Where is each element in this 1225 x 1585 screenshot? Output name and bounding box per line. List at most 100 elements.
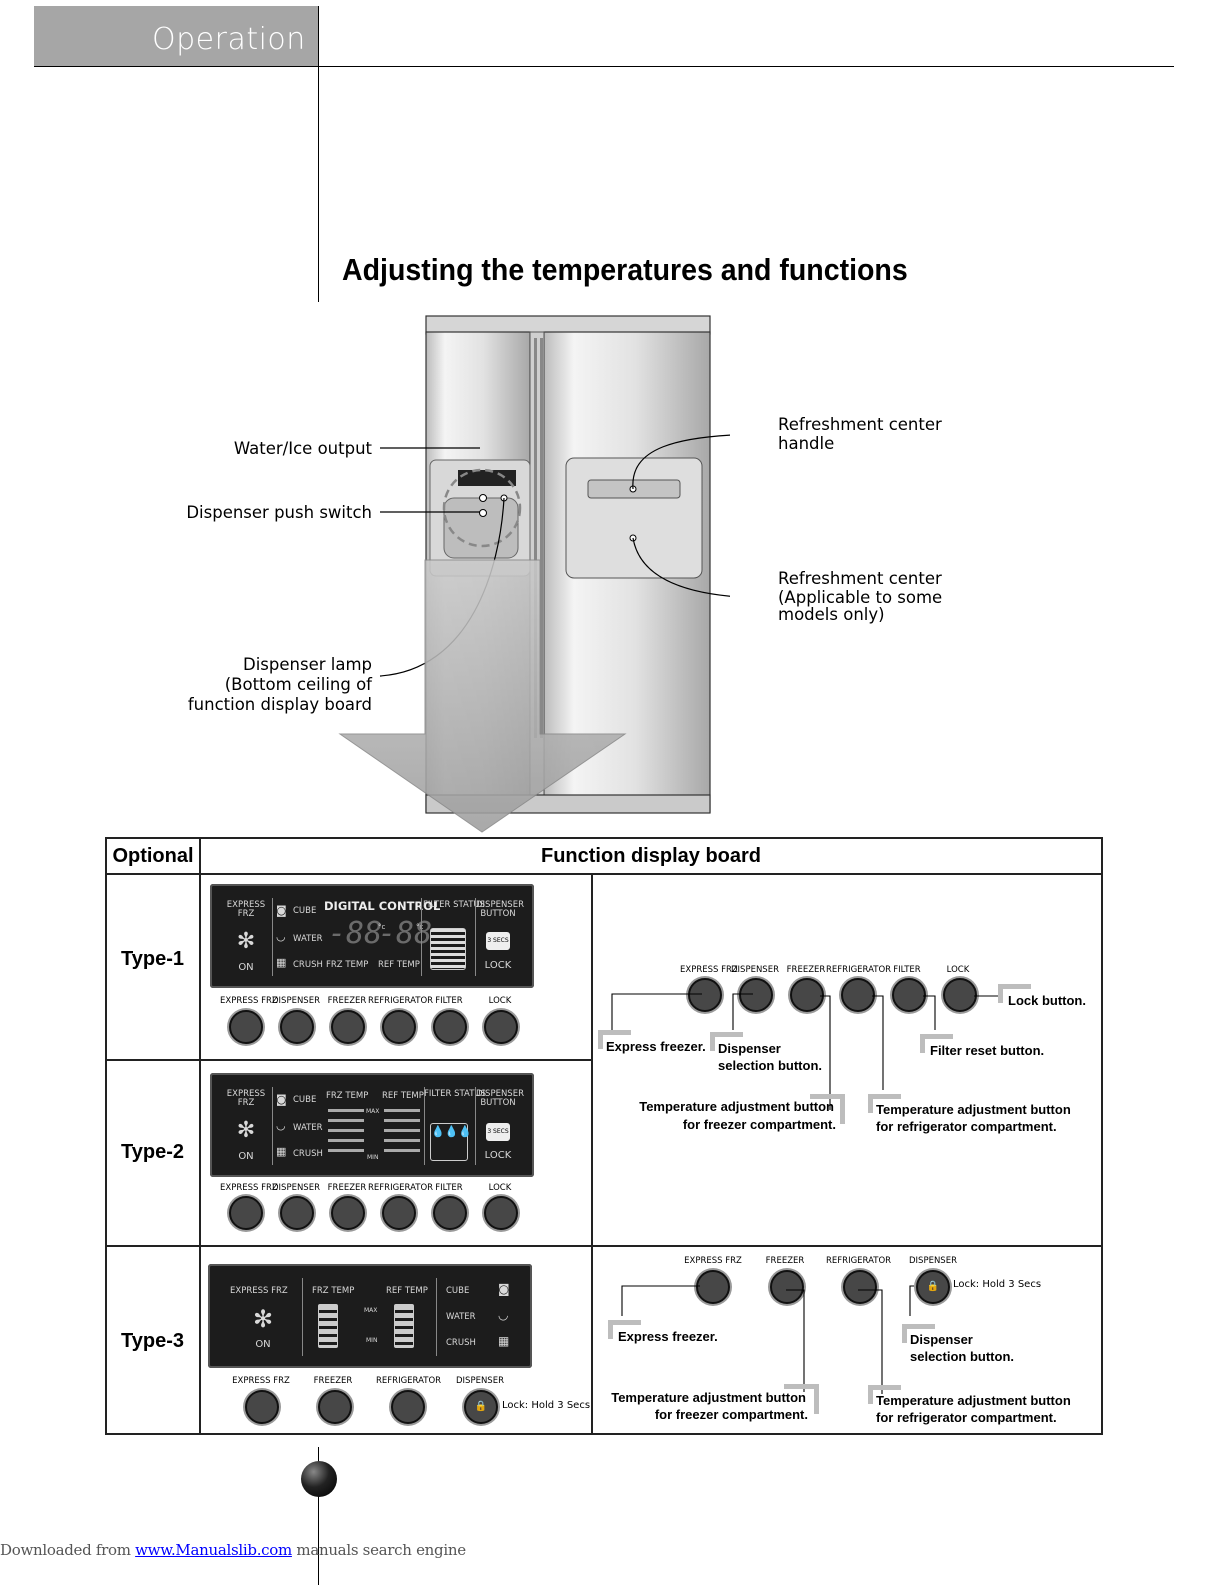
header-rule (34, 66, 1174, 67)
t2-dispenser-button[interactable] (280, 1196, 314, 1230)
a12-express-frz-label: EXPRESS FRZ (680, 965, 738, 975)
bracket (868, 1094, 901, 1113)
t1-dispenser-button[interactable] (280, 1010, 314, 1044)
t1-lock-button[interactable] (484, 1010, 518, 1044)
a12-freezer-button[interactable] (790, 978, 824, 1012)
t2-filter-button[interactable] (433, 1196, 467, 1230)
t2-freezer-label: FREEZER (327, 1183, 367, 1193)
label-refreshment-center-2: (Applicable to some (778, 588, 943, 607)
t2-dispenser-label: DISPENSER (476, 1089, 524, 1099)
a12-lock-button[interactable] (943, 978, 977, 1012)
divider (436, 1278, 437, 1356)
a12-express-frz-button[interactable] (688, 978, 722, 1012)
bracket (868, 1385, 901, 1404)
type1-cell: Type-1 (105, 873, 201, 1061)
a3-express-frz-label: EXPRESS FRZ (684, 1256, 742, 1266)
t1-on-label: ON (238, 962, 254, 973)
a12-ref-text-2: for refrigerator compartment. (876, 1119, 1057, 1134)
t2-lock-label: LOCK (484, 1150, 512, 1161)
t1-lock-label: LOCK (484, 960, 512, 971)
t1-filter-button[interactable] (433, 1010, 467, 1044)
a3-refrigerator-button[interactable] (843, 1270, 877, 1304)
water-icon: ◡ (498, 1308, 509, 1322)
fan-icon: ✻ (236, 1118, 256, 1143)
t2-express-frz-button[interactable] (229, 1196, 263, 1230)
a3-refrigerator-label: REFRIGERATOR (826, 1256, 892, 1266)
t3-refrigerator-button[interactable] (391, 1390, 425, 1424)
a12-filter-button[interactable] (892, 978, 926, 1012)
a12-dispenser-button[interactable] (739, 978, 773, 1012)
t1-ref-temp-label: REF TEMP (378, 960, 420, 970)
t1-express-label: EXPRESS (226, 900, 266, 910)
bracket (998, 984, 1031, 1003)
t1-crush-label: CRUSH (293, 960, 323, 970)
divider (421, 898, 422, 976)
a12-refrigerator-button[interactable] (841, 978, 875, 1012)
type1-display-panel: EXPRESS FRZ ✻ ON ◙ CUBE ◡ WATER ▦ CRUSH … (210, 884, 534, 988)
freezer-level-bars (328, 1109, 364, 1159)
t1-freezer-button[interactable] (331, 1010, 365, 1044)
t1-express-frz-button[interactable] (229, 1010, 263, 1044)
t3-crush-label: CRUSH (446, 1338, 476, 1348)
type3-leader-lines (621, 1285, 914, 1394)
t2-lock-secs: 3 SECS (486, 1123, 510, 1141)
t3-express-frz-button[interactable] (245, 1390, 279, 1424)
t1-refrigerator-label: REFRIGERATOR (368, 996, 434, 1006)
t3-ref-temp-label: REF TEMP (386, 1286, 428, 1296)
t2-on-label: ON (238, 1151, 254, 1162)
t3-express-frz-label: EXPRESS FRZ (230, 1286, 288, 1296)
t2-lock-button[interactable] (484, 1196, 518, 1230)
t2-freezer-button[interactable] (331, 1196, 365, 1230)
t2-refrigerator-button[interactable] (382, 1196, 416, 1230)
a3-dispenser-text-1: Dispenser (910, 1332, 973, 1347)
a3-dispenser-text-2: selection button. (910, 1349, 1014, 1364)
t2-express-frz-label: EXPRESS FRZ (220, 1183, 278, 1193)
divider (424, 1087, 425, 1165)
crush-icon: ▦ (276, 956, 287, 969)
footer-link[interactable]: www.Manualslib.com (135, 1541, 292, 1559)
divider (272, 898, 273, 976)
t3-freezer-button[interactable] (318, 1390, 352, 1424)
label-water-ice-output: Water/Ice output (233, 439, 372, 458)
a3-dispenser-lock-button[interactable]: 🔒 (916, 1270, 950, 1304)
a12-refrigerator-label: REFRIGERATOR (826, 965, 892, 975)
label-dispenser-lamp-1: Dispenser lamp (243, 655, 372, 674)
t1-cube-label: CUBE (293, 906, 317, 916)
crush-icon: ▦ (276, 1145, 287, 1158)
a3-ref-text-1: Temperature adjustment button (876, 1393, 1071, 1408)
a12-lock-text: Lock button. (1008, 993, 1086, 1008)
bracket (814, 1384, 819, 1414)
divider (272, 1087, 273, 1165)
a12-dispenser-text-1: Dispenser (718, 1041, 781, 1056)
footer-prefix: Downloaded from (0, 1541, 136, 1559)
a3-freezer-button[interactable] (770, 1270, 804, 1304)
section-tab: Operation (34, 6, 319, 66)
type3-cell: Type-3 (105, 1245, 201, 1435)
freezer-temp-unit: °c (378, 923, 386, 931)
water-icon: ◡ (276, 930, 286, 943)
bracket (598, 1030, 631, 1049)
divider (302, 1278, 303, 1356)
cube-icon: ◙ (498, 1282, 510, 1296)
a12-filter-label: FILTER (893, 965, 921, 975)
label-refreshment-handle-1: Refreshment center (778, 415, 942, 434)
cube-icon: ◙ (276, 1093, 287, 1106)
a3-freezer-label: FREEZER (765, 1256, 805, 1266)
t3-min-label: MIN (366, 1337, 378, 1344)
t2-dispenser-label: DISPENSER (272, 1183, 320, 1193)
label-dispenser-lamp-2: (Bottom ceiling of (224, 675, 372, 694)
a3-dispenser-label: DISPENSER (909, 1256, 957, 1266)
t2-frz-label: FRZ (237, 1098, 255, 1108)
a3-express-frz-button[interactable] (696, 1270, 730, 1304)
type2-label: Type-2 (121, 1141, 184, 1163)
type1-label: Type-1 (121, 948, 184, 970)
a12-frz-text-1: Temperature adjustment button (639, 1099, 834, 1114)
a3-express-text: Express freezer. (618, 1329, 718, 1344)
t1-water-label: WATER (293, 934, 323, 944)
ref-level-bars (384, 1109, 420, 1159)
t3-dispenser-lock-button[interactable]: 🔒 (464, 1390, 498, 1424)
t1-refrigerator-button[interactable] (382, 1010, 416, 1044)
t2-button-label: BUTTON (480, 1098, 516, 1108)
col-optional: Optional (105, 837, 201, 875)
divider (475, 1087, 476, 1165)
